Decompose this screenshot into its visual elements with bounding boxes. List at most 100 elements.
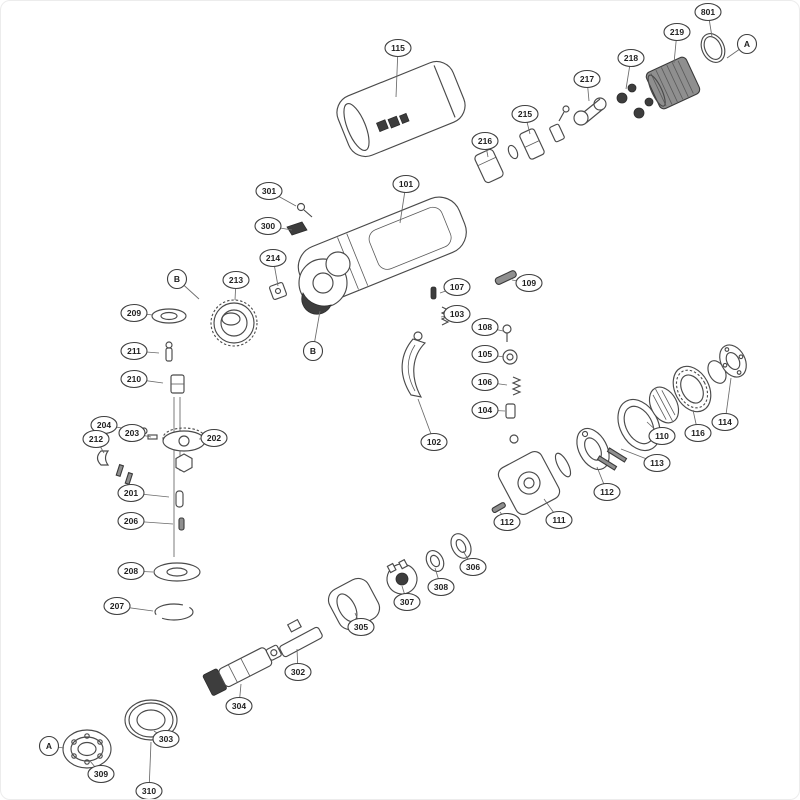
callout-label: 105 (478, 349, 492, 359)
callout-label: 308 (434, 582, 448, 592)
valve-216-part (474, 148, 504, 184)
callout-label: 209 (127, 308, 141, 318)
callout-103: 103 (443, 304, 471, 324)
callout-label: 110 (655, 431, 669, 441)
callout-216: 216 (471, 131, 499, 151)
callout-207: 207 (103, 596, 131, 616)
callout-212: 212 (82, 429, 110, 449)
callout-217: 217 (573, 69, 601, 89)
callout-label: 109 (522, 278, 536, 288)
clip-300-part (286, 221, 308, 236)
callout-210: 210 (120, 369, 148, 389)
callout-label: 104 (478, 405, 492, 415)
valve-ring-part (507, 144, 519, 160)
callout-209: 209 (120, 303, 148, 323)
motor-pin-part (491, 502, 506, 514)
callout-106: 106 (471, 372, 499, 392)
muffler-306-part (450, 533, 472, 559)
callout-label: 207 (110, 601, 124, 611)
callout-label: 204 (97, 420, 111, 430)
callout-305: 305 (347, 617, 375, 637)
callout-218: 218 (617, 48, 645, 68)
callout-label: 307 (400, 597, 414, 607)
cap-307-part (386, 558, 418, 595)
pin-107-part (430, 286, 437, 300)
callout-label: 102 (427, 437, 441, 447)
callout-201: 201 (117, 483, 145, 503)
callout-label: 304 (232, 701, 246, 711)
inlet-bushing-219-part (645, 56, 701, 110)
callout-label: 300 (261, 221, 275, 231)
callout-label: 112 (600, 487, 614, 497)
callout-label: 301 (262, 186, 276, 196)
callout-label: 206 (124, 516, 138, 526)
callout-label: 211 (127, 346, 141, 356)
callout-label: 114 (718, 417, 732, 427)
callout-label: 305 (354, 622, 368, 632)
callout-202: 202 (200, 428, 228, 448)
callout-109: 109 (515, 273, 543, 293)
callout-label: 216 (478, 136, 492, 146)
gasket-part (554, 452, 572, 478)
callout-label: 310 (142, 786, 156, 796)
strip-part (279, 626, 323, 658)
callout-208: 208 (117, 561, 145, 581)
callout-label: 111 (552, 515, 566, 525)
callout-label: 106 (478, 377, 492, 387)
callout-112: 112 (593, 482, 621, 502)
callout-label: 108 (478, 322, 492, 332)
callout-label: 303 (159, 734, 173, 744)
spool-217-part (573, 97, 607, 126)
callout-105: 105 (471, 344, 499, 364)
plate-302-part (286, 618, 302, 633)
valve-stem-304-part (202, 644, 282, 696)
callout-102: 102 (420, 432, 448, 452)
knurled-cylinder-116-part (672, 365, 712, 413)
callout-101: 101 (392, 174, 420, 194)
callout-116: 116 (684, 423, 712, 443)
callout-label: B (174, 274, 180, 284)
callout-111: 111 (545, 510, 573, 530)
callout-213: 213 (222, 270, 250, 290)
callout-label: 208 (124, 566, 138, 576)
callout-302: 302 (284, 662, 312, 682)
callout-112: 112 (493, 512, 521, 532)
rotor-blades-112-part (596, 447, 628, 471)
callout-label: 116 (691, 428, 705, 438)
callout-label: A (744, 39, 750, 49)
o-ring-801-part (700, 33, 726, 63)
callout-label: 801 (701, 7, 715, 17)
callout-104: 104 (471, 400, 499, 420)
callout-label: B (310, 346, 316, 356)
callout-A: A (736, 33, 758, 55)
callout-label: 212 (89, 434, 103, 444)
callout-label: 213 (229, 275, 243, 285)
callout-309: 309 (87, 764, 115, 784)
washer-308-part (425, 550, 445, 572)
callout-A: A (38, 735, 60, 757)
callout-label: 101 (399, 179, 413, 189)
callout-114: 114 (711, 412, 739, 432)
callout-801: 801 (694, 2, 722, 22)
callout-B: B (302, 340, 324, 362)
callout-303: 303 (152, 729, 180, 749)
callout-label: 103 (450, 309, 464, 319)
screw-301-part (296, 202, 313, 218)
callout-203: 203 (118, 423, 146, 443)
callout-label: A (46, 741, 52, 751)
valve-small-parts (502, 324, 522, 444)
callout-219: 219 (663, 22, 691, 42)
callout-110: 110 (648, 426, 676, 446)
callout-308: 308 (427, 577, 455, 597)
callout-115: 115 (384, 38, 412, 58)
callout-label: 202 (207, 433, 221, 443)
ball-bearing-A-part (62, 729, 112, 769)
callout-layer: 115801A219218217215216101301300214213B20… (38, 2, 758, 799)
callout-214: 214 (259, 248, 287, 268)
callout-108: 108 (471, 317, 499, 337)
bearing-housing-303-part (124, 699, 178, 741)
valve-stem-small-part (549, 105, 570, 143)
callout-304: 304 (225, 696, 253, 716)
